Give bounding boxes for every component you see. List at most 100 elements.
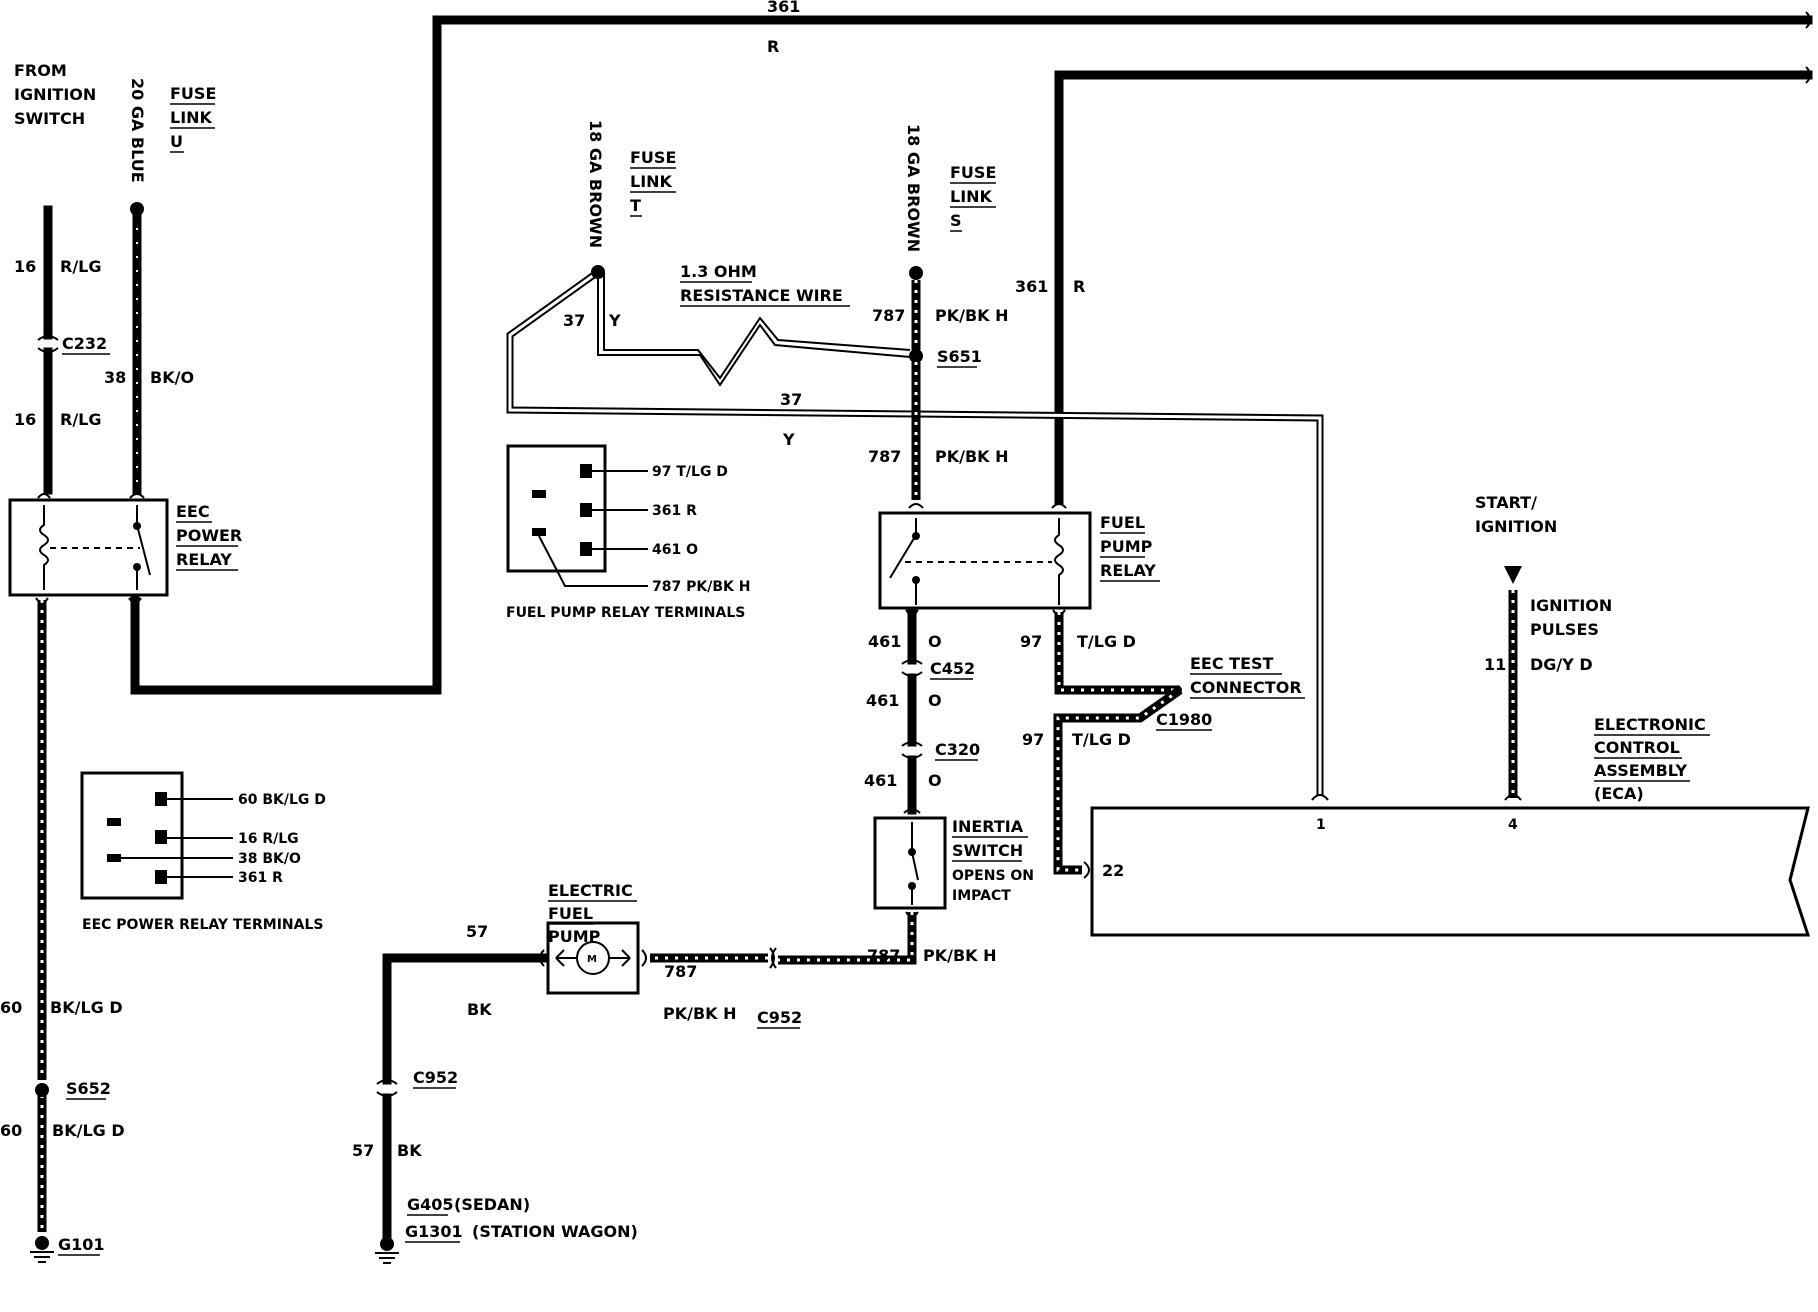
eec-power-relay-1: EEC xyxy=(176,502,210,521)
eec-term-leads xyxy=(121,798,233,878)
eca-1: ELECTRONIC xyxy=(1594,715,1706,734)
c452-connector xyxy=(901,659,923,677)
fpr-pivot-b xyxy=(912,576,920,584)
fpr-coil xyxy=(1054,518,1064,605)
w11: 11 xyxy=(1484,655,1506,674)
fpr-pin-out-l xyxy=(905,609,919,620)
sedan: (SEDAN) xyxy=(454,1195,530,1214)
fpr-terminal-2: 361 R xyxy=(652,503,697,519)
fpr-terminals-title: FUEL PUMP RELAY TERMINALS xyxy=(506,605,745,621)
wire-57-bk-a xyxy=(382,953,550,1085)
inertia-pivot-a xyxy=(908,848,916,856)
wire-37-y-hollow-i xyxy=(508,270,1322,795)
from-ignition-line-2: IGNITION xyxy=(14,85,96,104)
w787-d: 787 xyxy=(867,946,900,965)
eca-3: ASSEMBLY xyxy=(1594,761,1687,780)
inertia-pivot-b xyxy=(908,882,916,890)
w361-top: 361 xyxy=(767,0,800,16)
eec-relay-coil xyxy=(39,505,49,590)
fpr-pin-out-r xyxy=(1052,609,1066,620)
eec-terminal-4: 361 R xyxy=(238,870,283,886)
o-b: O xyxy=(928,691,942,710)
eec-term-4 xyxy=(107,854,121,862)
y-b: Y xyxy=(782,430,795,449)
fpr-term-leads xyxy=(538,470,648,587)
station-wagon: (STATION WAGON) xyxy=(472,1222,638,1241)
c1980: C1980 xyxy=(1156,710,1212,729)
inertia-switch-2: SWITCH xyxy=(952,841,1023,860)
start-ignition-2: IGNITION xyxy=(1475,517,1557,536)
fuel-pump-relay-1: FUEL xyxy=(1100,513,1145,532)
c452: C452 xyxy=(930,659,975,678)
from-ignition-line-1: FROM xyxy=(14,61,67,80)
eca-pin-4-label: 4 xyxy=(1508,817,1518,833)
eec-relay-pin-out-r xyxy=(128,597,142,608)
dgyd: DG/Y D xyxy=(1530,655,1593,674)
rlg-b: R/LG xyxy=(60,410,102,429)
w37-b: 37 xyxy=(780,390,802,409)
ground-icon-g405 xyxy=(375,1237,399,1264)
fpr-terminal-1: 97 T/LG D xyxy=(652,464,728,480)
c232-connector xyxy=(37,335,59,353)
eca-pin-1-label: 1 xyxy=(1316,817,1326,833)
fpr-term-4 xyxy=(532,528,546,536)
fuse-link-u-1: FUSE xyxy=(170,84,216,103)
eec-terminal-1: 60 BK/LG D xyxy=(238,792,326,808)
fpr-pin-in-r xyxy=(1051,503,1067,509)
fuel-pump-pin-r xyxy=(641,949,647,967)
bklgd-b: BK/LG D xyxy=(52,1121,125,1140)
start-ignition-1: START/ xyxy=(1475,493,1537,512)
eec-relay-pivot-a xyxy=(133,522,141,530)
ignition-arrow xyxy=(1504,566,1522,584)
eca-4: (ECA) xyxy=(1594,784,1644,803)
eec-test-connector-1: EEC TEST xyxy=(1190,654,1274,673)
bko: BK/O xyxy=(150,368,194,387)
fuse-link-u-3: U xyxy=(170,132,183,151)
ignition-pulses-1: IGNITION xyxy=(1530,596,1612,615)
eec-relay-pivot-b xyxy=(133,563,141,571)
eec-term-2 xyxy=(107,818,121,826)
wire-end-top xyxy=(1805,11,1811,29)
c320: C320 xyxy=(935,740,980,759)
w461-b: 461 xyxy=(866,691,899,710)
inertia-pin-out xyxy=(905,911,919,922)
fpr-pin-in-l xyxy=(908,503,924,509)
c320-connector xyxy=(901,741,923,759)
o-c: O xyxy=(928,771,942,790)
s651-splice xyxy=(909,349,923,363)
fpr-term-1 xyxy=(580,464,592,478)
wire-97-a-bg xyxy=(1054,612,1180,695)
fpr-term-2 xyxy=(532,490,546,498)
eec-test-connector-2: CONNECTOR xyxy=(1190,678,1302,697)
eec-term-5 xyxy=(155,870,167,884)
g101: G101 xyxy=(58,1235,105,1254)
pkbk-d: PK/BK H xyxy=(923,946,997,965)
fpr-terminal-3: 461 O xyxy=(652,542,698,558)
w37-a: 37 xyxy=(563,311,585,330)
eec-power-relay-2: POWER xyxy=(176,526,242,545)
w97-b: 97 xyxy=(1022,730,1044,749)
w787-c: 787 xyxy=(664,962,697,981)
w461-a: 461 xyxy=(868,632,901,651)
fuse-link-t-1: FUSE xyxy=(630,148,676,167)
w57-a: 57 xyxy=(466,922,488,941)
w16-b: 16 xyxy=(14,410,36,429)
resistance-1: 1.3 OHM xyxy=(680,262,757,281)
c952-connector-b xyxy=(376,1079,398,1097)
eec-power-relay-3: RELAY xyxy=(176,550,232,569)
wire-97-a-fg xyxy=(1057,612,1180,692)
pkbk-b: PK/BK H xyxy=(935,447,1009,466)
w57-b: 57 xyxy=(352,1141,374,1160)
g405: G405 xyxy=(407,1195,454,1214)
inertia-switch-4: IMPACT xyxy=(952,888,1011,904)
s652: S652 xyxy=(66,1079,111,1098)
o-a: O xyxy=(928,632,942,651)
ground-icon-g101 xyxy=(30,1236,54,1263)
fuel-pump-relay-2: PUMP xyxy=(1100,537,1153,556)
r-mid: R xyxy=(1073,277,1085,296)
w787-b: 787 xyxy=(868,447,901,466)
g1301: G1301 xyxy=(405,1222,463,1241)
wire-361-r-mid xyxy=(1054,70,1813,505)
w461-c: 461 xyxy=(864,771,897,790)
